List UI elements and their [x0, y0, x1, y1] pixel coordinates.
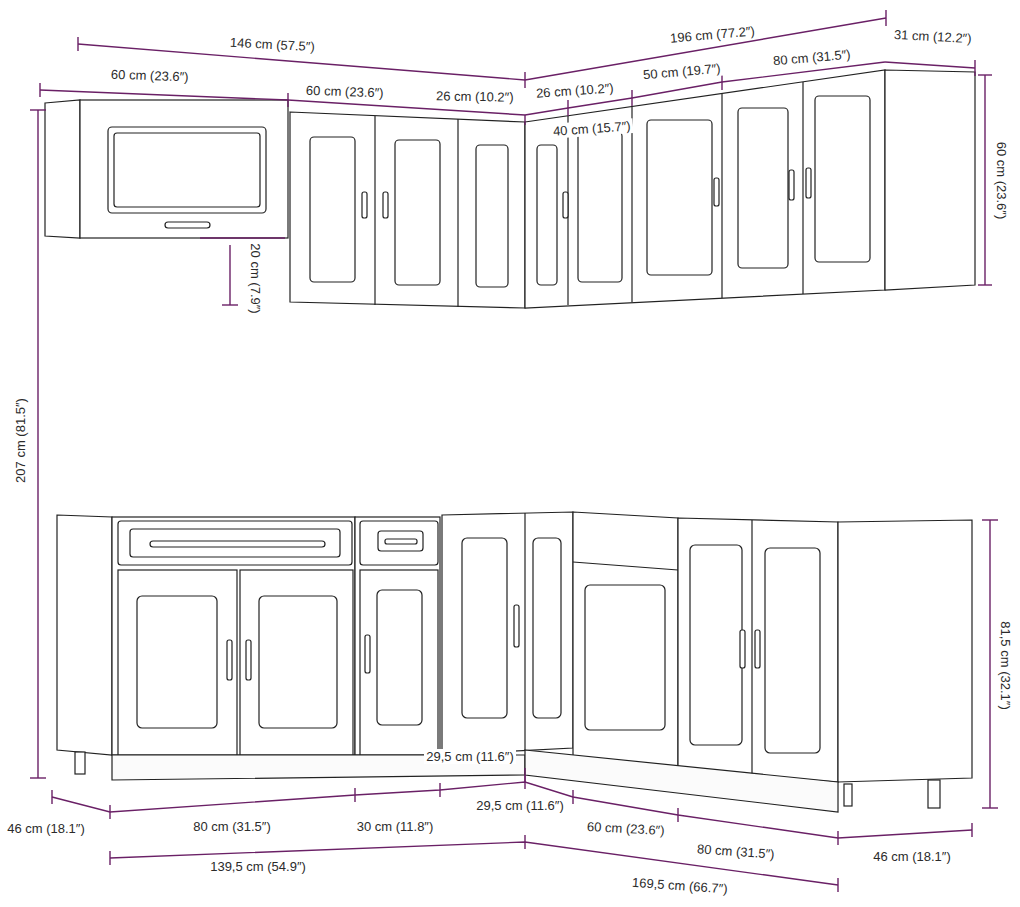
dimension-label: 80 cm (31.5″): [191, 819, 273, 834]
dimension-label: 60 cm (23.6″): [585, 818, 667, 837]
dimension-label: 26 cm (10.2″): [434, 88, 516, 104]
dimension-label: 29,5 cm (11.6″): [424, 749, 515, 764]
dimension-label: 20 cm (7.9″): [247, 241, 262, 315]
dimension-label: 46 cm (18.1″): [5, 821, 87, 836]
dimension-label: 80 cm (31.5″): [771, 46, 854, 68]
dimension-label: 50 cm (19.7″): [641, 60, 724, 82]
dimension-label: 139,5 cm (54.9″): [208, 859, 308, 874]
dimension-label: 81,5 cm (32.1″): [997, 619, 1012, 711]
dimension-label: 60 cm (23.6″): [994, 139, 1009, 221]
dimension-label: 60 cm (23.6″): [304, 82, 386, 100]
dimension-label: 26 cm (10.2″): [534, 80, 616, 101]
dimension-label: 46 cm (18.1″): [871, 849, 953, 864]
dimension-label: 146 cm (57.5″): [227, 34, 316, 54]
dimension-label: 80 cm (31.5″): [695, 841, 777, 862]
dimension-label: 29,5 cm (11.6″): [474, 798, 565, 813]
dimension-label: 30 cm (11.8″): [355, 819, 436, 834]
dimension-label: 60 cm (23.6″): [109, 66, 191, 84]
dimension-label: 207 cm (81.5″): [13, 396, 28, 485]
dimension-label: 169,5 cm (66.7″): [630, 874, 730, 896]
dimension-label: 31 cm (12.2″): [892, 26, 974, 45]
